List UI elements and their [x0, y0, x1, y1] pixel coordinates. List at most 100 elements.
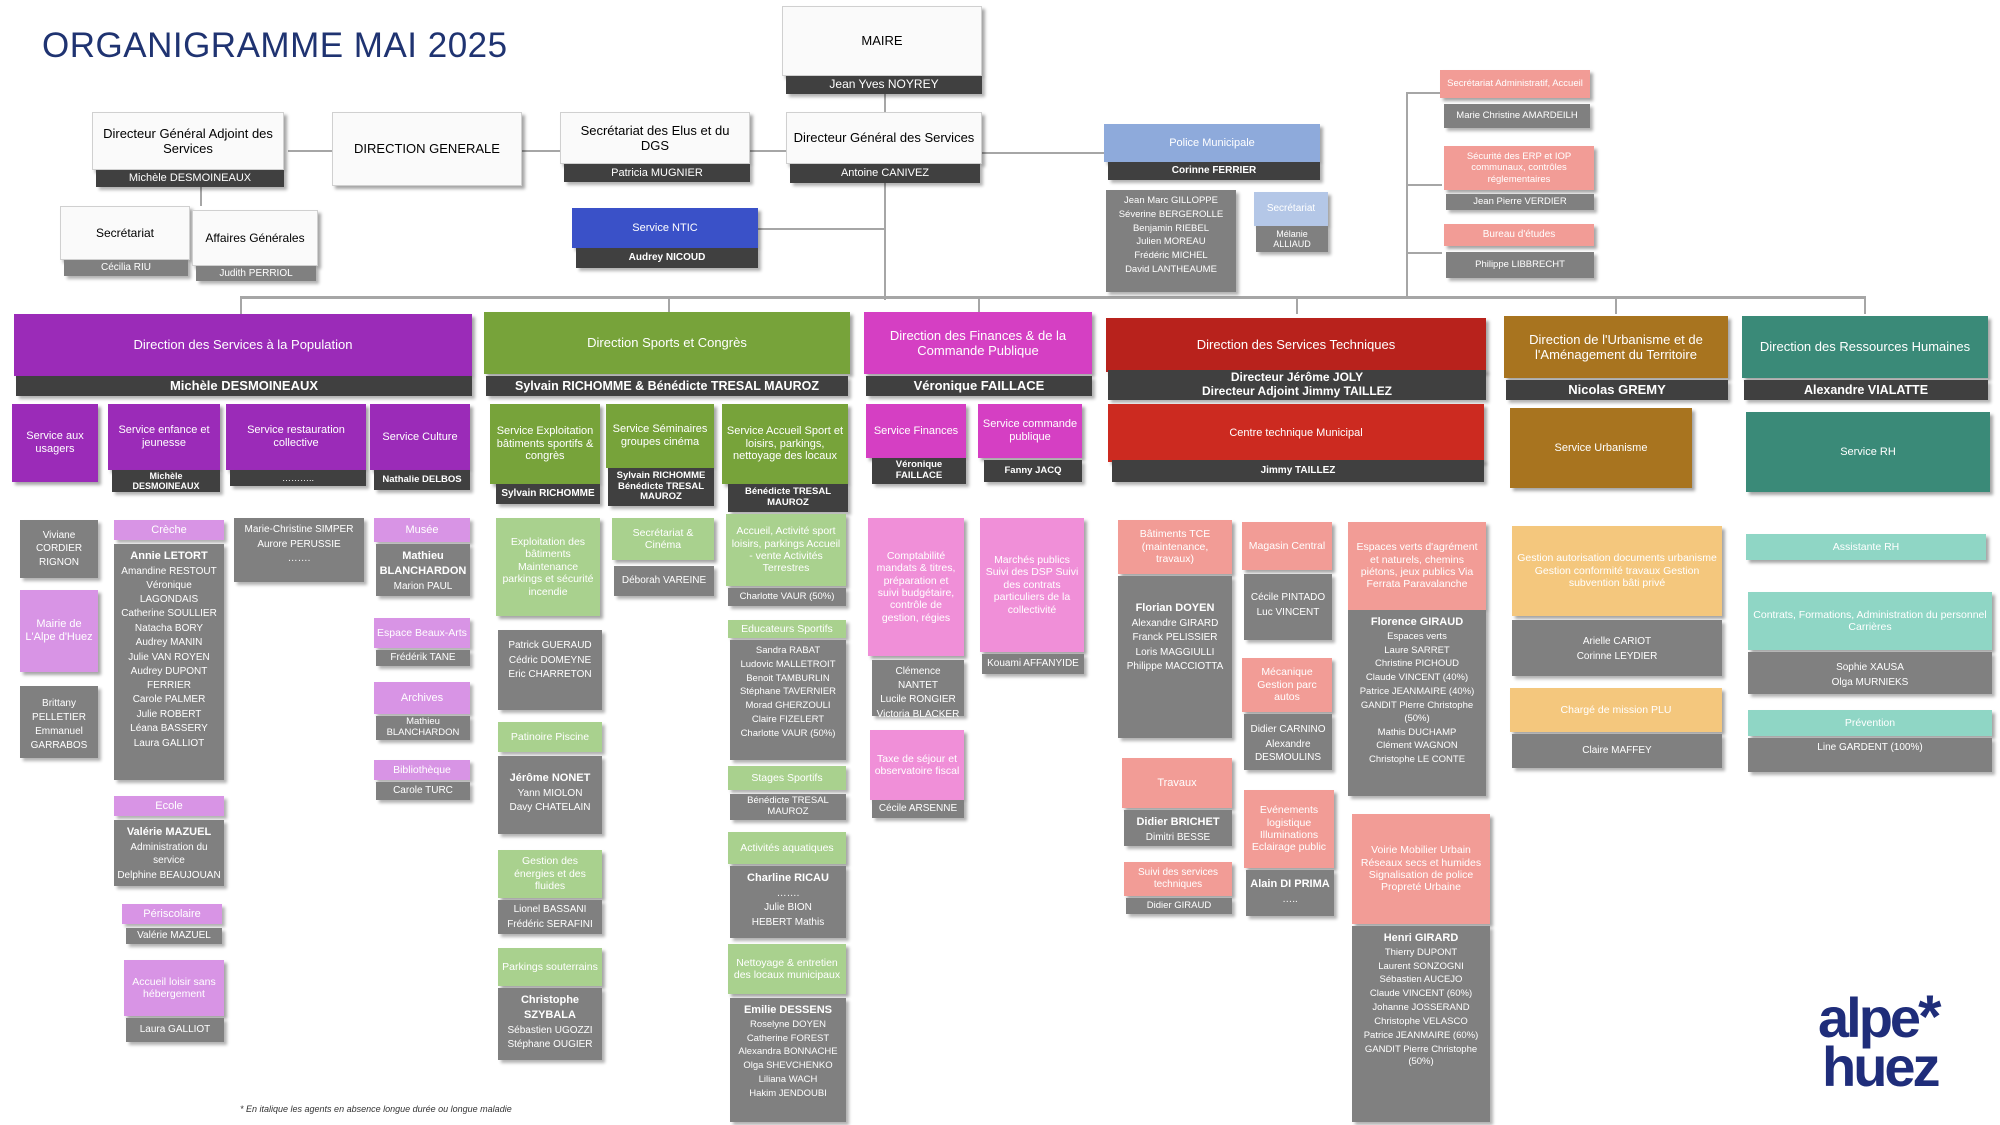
evenements-box: Evénements logistique Illuminations Ecla… [1244, 790, 1334, 868]
list-head: Henri GIRARD [1383, 932, 1459, 944]
service-restauration-box: Service restauration collective [226, 404, 366, 470]
list-item: Franck PELISSIER [1132, 632, 1218, 644]
service-rh-box: Service RH [1746, 412, 1990, 492]
service-rh-title: Service RH [1840, 445, 1896, 458]
direction-sports-box: Direction Sports et Congrès [484, 312, 850, 374]
direction-finances-box: Direction des Finances & de la Commande … [864, 312, 1092, 374]
list-item: Viviane CORDIER RIGNON [35, 529, 83, 568]
magasin-box: Magasin Central [1242, 522, 1332, 570]
affaires-generales-title: Affaires Générales [205, 230, 305, 245]
direction-sports-name: Sylvain RICHOMME & Bénédicte TRESAL MAUR… [486, 376, 848, 396]
exploitation-list: Patrick GUERAUD Cédric DOMEYNE Eric CHAR… [498, 630, 602, 710]
list-item: Clément WAGNON [1376, 740, 1458, 752]
voirie-list: Henri GIRARD Thierry DUPONT Laurent SONZ… [1352, 926, 1490, 1122]
logo-line2: huez [1822, 1035, 1941, 1098]
direction-population-title: Direction des Services à la Population [133, 337, 353, 353]
dga-box: Directeur Général Adjoint des Services [92, 112, 284, 170]
archives-name: Mathieu BLANCHARDON [376, 716, 470, 740]
voirie-box: Voirie Mobilier Urbain Réseaux secs et h… [1352, 814, 1490, 924]
stages-name: Bénédicte TRESAL MAUROZ [730, 794, 846, 820]
direction-generale-title: DIRECTION GENERALE [354, 141, 500, 157]
archives-label: Archives [374, 682, 470, 714]
list-item: Clémence NANTET [895, 666, 941, 691]
list-item: Déborah VAREINE [621, 575, 707, 587]
list-item: Sophie XAUSA [1836, 662, 1904, 673]
logo-line1: alpe* [1818, 983, 1941, 1050]
bibliotheque-name: Carole TURC [376, 782, 470, 800]
list-item: GANDIT Pierre Christophe (50%) [1360, 699, 1474, 724]
patinoire-list: Jérôme NONET Yann MIOLON Davy CHATELAIN [498, 756, 602, 834]
service-culture-box: Service Culture [370, 404, 470, 470]
patinoire-label: Patinoire Piscine [498, 722, 602, 752]
affaires-generales-name: Judith PERRIOL [196, 266, 316, 281]
mairie-list: Brittany PELLETIER Emmanuel GARRABOS [20, 686, 98, 758]
list-item: Mathis DUCHAMP [1377, 726, 1457, 738]
activites-box: Activités aquatiques [728, 832, 846, 864]
list-item: Philippe MACCIOTTA [1126, 661, 1224, 673]
alpe-huez-logo: alpe* huez [1816, 983, 1962, 1100]
service-usagers-box: Service aux usagers [12, 404, 98, 482]
finances-service-0-title: Service Finances [873, 424, 959, 437]
musee-label: Musée [374, 518, 470, 542]
restauration-list: Marie-Christine SIMPER Aurore PERUSSIE …… [234, 518, 364, 582]
bibliotheque-label: Bibliothèque [374, 760, 470, 780]
police-secretariat-name: Mélanie ALLIAUD [1256, 226, 1328, 252]
right-service-2-title: Bureau d'études [1482, 229, 1556, 241]
list-item: Morad GHERZOULI [745, 700, 831, 712]
list-item: GANDIT Pierre Christophe (50%) [1364, 1043, 1478, 1068]
service-urbanisme-box: Service Urbanisme [1510, 408, 1692, 488]
right-service-1-name: Jean Pierre VERDIER [1446, 194, 1594, 210]
list-head: Charline RICAU [747, 872, 829, 884]
charge-mission-box: Chargé de mission PLU [1510, 688, 1722, 732]
list-item: Johanne JOSSERAND [1372, 1002, 1470, 1014]
service-usagers-title: Service aux usagers [26, 430, 84, 455]
secretariat-cinema-list: Déborah VAREINE [614, 566, 714, 596]
nettoyage-title: Nettoyage & entretien des locaux municip… [733, 956, 841, 981]
sports-service-1-title: Service Séminaires groupes cinéma [612, 423, 708, 448]
list-item: Véronique LAGONDAIS [139, 580, 199, 605]
service-enfance-title: Service enfance et jeunesse [118, 424, 210, 449]
list-item: Brittany PELLETIER [32, 698, 86, 723]
marches-name: Kouami AFFANYIDE [982, 654, 1084, 674]
list-item: Sébastien AUCEJO [1379, 974, 1463, 986]
prevention-title: Prévention [1844, 716, 1896, 729]
list-item: Thierry DUPONT [1384, 946, 1458, 958]
list-item: Delphine BEAUJOUAN [117, 869, 221, 881]
asterisk-icon: * [1918, 983, 1941, 1050]
assistante-rh-box: Assistante RH [1746, 534, 1986, 560]
suivi-box: Suivi des services techniques [1124, 862, 1232, 896]
espaces-verts-list: Florence GIRAUD Espaces verts Laure SARR… [1348, 610, 1486, 796]
list-item: Christophe VELASCO [1374, 1015, 1468, 1027]
direction-finances-name: Véronique FAILLACE [866, 376, 1092, 396]
police-title: Police Municipale [1169, 136, 1255, 149]
list-item: ……. [287, 553, 311, 564]
list-item: Espaces verts [1387, 630, 1447, 642]
secretariat-cinema-box: Secrétariat & Cinéma [612, 518, 714, 560]
police-secretariat-box: Secrétariat [1254, 192, 1328, 226]
right-service-0-box: Secrétariat Administratif, Accueil [1440, 70, 1590, 98]
parkings-list: Christophe SZYBALA Sébastien UGOZZI Stép… [498, 988, 602, 1060]
accueil-activite-name: Charlotte VAUR (50%) [728, 588, 846, 606]
taxe-name: Cécile ARSENNE [872, 800, 964, 818]
periscolaire-name: Valérie MAZUEL [126, 928, 222, 944]
service-culture-name: Nathalie DELBOS [374, 470, 470, 490]
list-item: Catherine FOREST [746, 1032, 830, 1044]
right-service-1-title: Sécurité des ERP et IOP communaux, contr… [1466, 151, 1572, 185]
list-item: Alexandre GIRARD [1131, 617, 1219, 629]
list-item: Hakim JENDOUBI [749, 1087, 827, 1099]
espace-name: Frédérik TANE [376, 650, 470, 666]
ntic-title: Service NTIC [632, 221, 698, 234]
list-item: Aurore PERUSSIE [257, 538, 341, 550]
mecanique-list: Didier CARNINO Alexandre DESMOULINS [1244, 714, 1332, 770]
direction-techniques-director: Directeur Jérôme JOLY [1230, 370, 1364, 385]
parkings-title: Parkings souterrains [502, 960, 598, 973]
contrats-rh-list: Sophie XAUSA Olga MURNIEKS [1748, 652, 1992, 694]
centre-technique-box: Centre technique Municipal [1108, 404, 1484, 462]
police-secretariat-title: Secrétariat [1266, 203, 1316, 215]
list-item: Julie ROBERT [136, 708, 202, 720]
list-item: Laure SARRET [1384, 644, 1450, 656]
accueil-loisir-title: Accueil loisir sans hébergement [132, 975, 216, 1000]
gestion-energies-title: Gestion des énergies et des fluides [514, 855, 586, 893]
batiments-title: Bâtiments TCE (maintenance, travaux) [1139, 528, 1211, 566]
list-item: Luc VINCENT [1256, 606, 1320, 618]
